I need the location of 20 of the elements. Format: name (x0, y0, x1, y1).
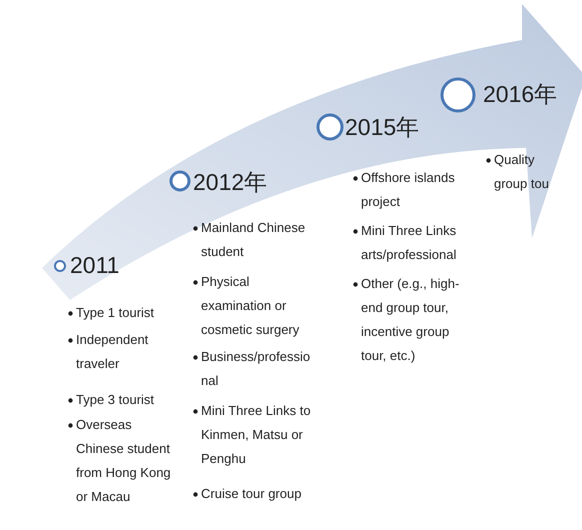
bullet-item: Physical examination or cosmetic surgery (201, 273, 300, 339)
bullet-item: Other (e.g., high-end group tour, incentive group tour, etc.) (361, 275, 460, 365)
circle-marker (169, 170, 191, 192)
bullet-item: Mainland Chinese student (201, 219, 306, 261)
year-label: 2012年 (193, 168, 268, 197)
bullet-item: Type 3 tourist (76, 391, 156, 409)
circle-marker (316, 113, 344, 141)
bullet-item: Offshore islands project (361, 169, 456, 211)
year-label: 2015年 (345, 113, 420, 142)
year-label: 2011 (70, 251, 120, 280)
bullet-item: Overseas Chinese student from Hong Kong or Macau (76, 416, 172, 506)
bullet-item: Type 1 tourist (76, 304, 156, 322)
year-label: 2016年 (483, 80, 558, 109)
circle-marker (53, 259, 67, 273)
bullet-item: Cruise tour group (201, 485, 302, 503)
bullet-item: Mini Three Links arts/professional (361, 222, 458, 264)
bullet-item: Independent traveler (76, 331, 150, 373)
bullet-item: Mini Three Links to Kinmen, Matsu or Penghu (201, 402, 311, 468)
bullet-item: Business/professio nal (201, 348, 312, 390)
bullet-item: Quality group tou (494, 151, 550, 193)
